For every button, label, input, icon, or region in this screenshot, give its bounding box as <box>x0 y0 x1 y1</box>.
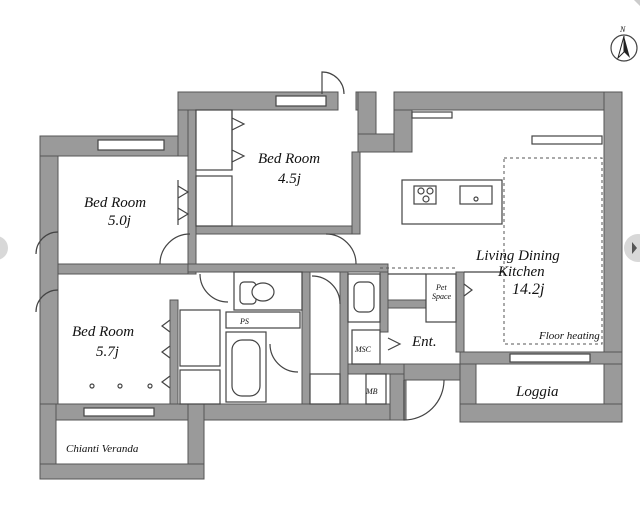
bedroom-1-size: 4.5j <box>278 171 301 187</box>
msc-label: MSC <box>354 345 372 354</box>
bedroom-3-name: Bed Room <box>72 324 134 340</box>
loggia-label: Loggia <box>515 384 559 400</box>
doors <box>35 71 445 421</box>
ldk-name-line2: Kitchen <box>497 264 545 280</box>
interior-walls <box>57 109 465 405</box>
windows <box>83 95 603 417</box>
top-right-corner-icon <box>634 0 640 6</box>
bedroom-2-size: 5.0j <box>108 213 131 229</box>
next-arrow-button[interactable] <box>624 234 640 262</box>
floor-heating-label: Floor heating <box>538 330 600 342</box>
veranda-label: Chianti Veranda <box>66 443 139 455</box>
bathroom-fixtures <box>225 271 387 405</box>
entrance-label: Ent. <box>411 334 437 350</box>
ldk-name-line1: Living Dining <box>475 248 560 264</box>
bedroom-1-name: Bed Room <box>258 151 320 167</box>
ps-label: PS <box>239 317 249 326</box>
downlights <box>89 383 153 389</box>
prev-arrow-button[interactable] <box>0 236 8 260</box>
floor-heating-area <box>503 157 603 345</box>
mb-label: MB <box>365 387 378 396</box>
bedroom-3-size: 5.7j <box>96 344 119 360</box>
kitchen-counter <box>401 179 503 225</box>
compass-icon: N <box>610 25 638 62</box>
ldk-size: 14.2j <box>512 281 545 298</box>
pet-space-label-2: Space <box>432 292 452 301</box>
bedroom-2-name: Bed Room <box>84 195 146 211</box>
pet-space-label-1: Pet <box>435 283 447 292</box>
closets <box>161 109 473 405</box>
compass-north-label: N <box>619 25 626 34</box>
